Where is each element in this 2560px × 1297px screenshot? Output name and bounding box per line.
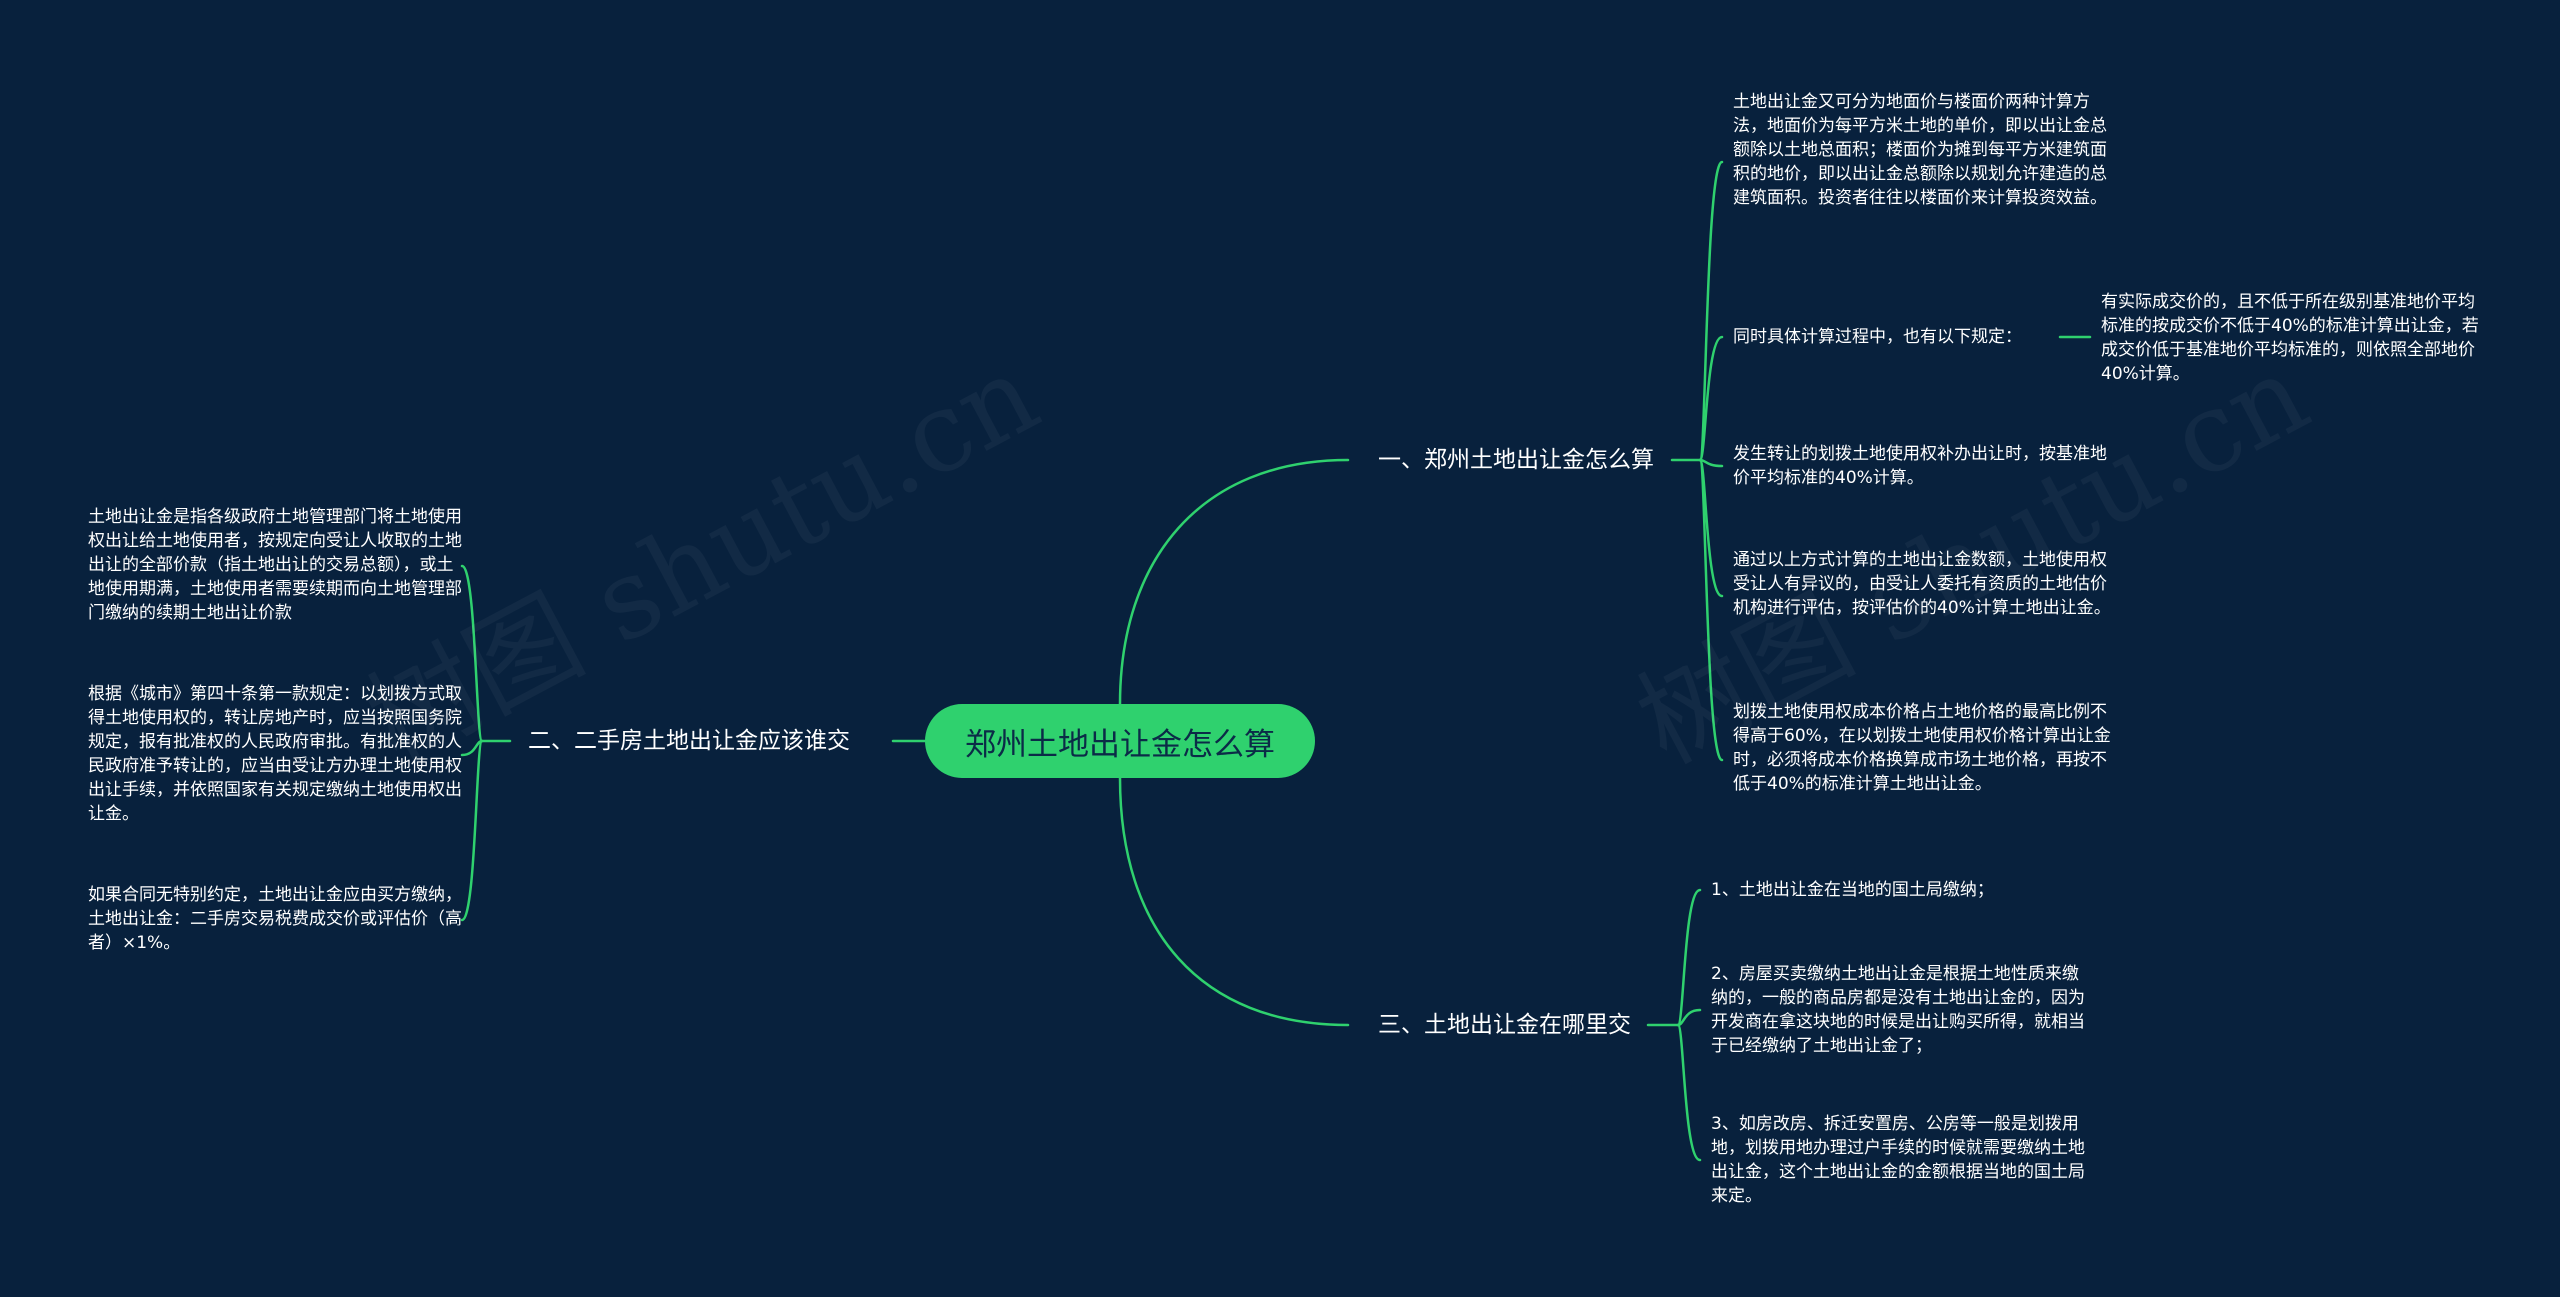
b3-leaf-3[interactable]: 3、如房改房、拆迁安置房、公房等一般是划拨用地，划拨用地办理过户手续的时候就需要… xyxy=(1711,1114,2085,1206)
link-b1-leaf5 xyxy=(1698,458,1724,762)
link-b3-leaf2 xyxy=(1676,1008,1702,1027)
branch-node-1[interactable]: 一、郑州土地出让金怎么算 xyxy=(1378,447,1654,473)
link-root-b3 xyxy=(1118,776,1350,1027)
link-b1-leaf1 xyxy=(1698,160,1724,462)
link-root-b1 xyxy=(1118,458,1350,706)
b1-leaf-1[interactable]: 土地出让金又可分为地面价与楼面价两种计算方法，地面价为每平方米土地的单价，即以出… xyxy=(1733,92,2107,208)
b1-leaf-3[interactable]: 发生转让的划拨土地使用权补办出让时，按基准地价平均标准的40%计算。 xyxy=(1733,444,2107,488)
b3-leaf-2[interactable]: 2、房屋买卖缴纳土地出让金是根据土地性质来缴纳的，一般的商品房都是没有土地出让金… xyxy=(1711,964,2085,1056)
link-b3-leaf1 xyxy=(1676,888,1702,1027)
b2-leaf-3[interactable]: 如果合同无特别约定，土地出让金应由买方缴纳，土地出让金：二手房交易税费成交价或评… xyxy=(88,885,462,953)
branch-node-3[interactable]: 三、土地出让金在哪里交 xyxy=(1378,1012,1631,1038)
b1-leaf-4[interactable]: 通过以上方式计算的土地出让金数额，土地使用权受让人有异议的，由受让人委托有资质的… xyxy=(1733,550,2111,618)
link-b1-leaf2 xyxy=(1698,335,1724,462)
b2-leaf-2[interactable]: 根据《城市》第四十条第一款规定：以划拨方式取得土地使用权的，转让房地产时，应当按… xyxy=(88,684,462,824)
b1-leaf-5[interactable]: 划拨土地使用权成本价格占土地价格的最高比例不得高于60%，在以划拨土地使用权价格… xyxy=(1733,702,2111,794)
b2-leaf-1[interactable]: 土地出让金是指各级政府土地管理部门将土地使用权出让给土地使用者，按规定向受让人收… xyxy=(88,507,462,623)
b3-leaf-1[interactable]: 1、土地出让金在当地的国土局缴纳； xyxy=(1711,880,1994,900)
link-b1-leaf3 xyxy=(1698,458,1724,468)
link-b3-leaf3 xyxy=(1676,1023,1702,1162)
root-node[interactable]: 郑州土地出让金怎么算 xyxy=(925,704,1315,778)
branch-node-2[interactable]: 二、二手房土地出让金应该谁交 xyxy=(528,728,850,754)
link-b2-leaf1 xyxy=(460,564,484,743)
b1-leaf-2[interactable]: 同时具体计算过程中，也有以下规定： xyxy=(1733,327,2022,347)
b1-subleaf-1[interactable]: 有实际成交价的，且不低于所在级别基准地价平均标准的按成交价不低于40%的标准计算… xyxy=(2101,292,2479,384)
link-b2-leaf3 xyxy=(460,739,484,922)
